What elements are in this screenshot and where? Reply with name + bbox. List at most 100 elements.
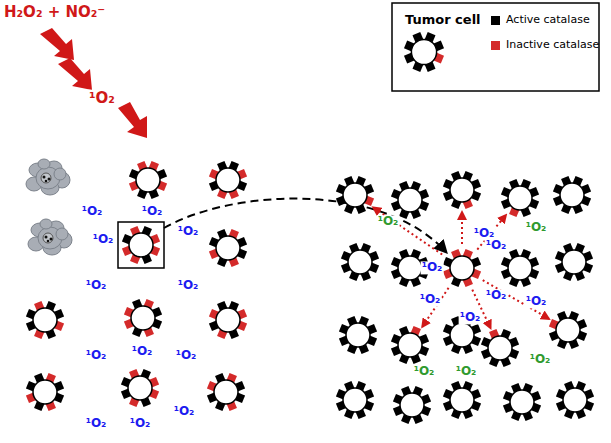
cell-membrane bbox=[398, 333, 422, 357]
cell-membrane bbox=[508, 256, 532, 280]
singlet-oxygen-label: ¹O₂ bbox=[529, 353, 552, 366]
diffusion-arrow bbox=[373, 207, 442, 254]
cell-membrane bbox=[346, 323, 370, 347]
cell-membrane bbox=[216, 168, 240, 192]
cell-membrane bbox=[400, 393, 424, 417]
diffusion-arrow bbox=[461, 212, 463, 244]
singlet-oxygen-label: ¹O₂ bbox=[485, 239, 508, 252]
tumor-cell bbox=[121, 369, 159, 407]
cell-membrane bbox=[510, 390, 534, 414]
cell-membrane bbox=[131, 306, 155, 330]
dying-cell bbox=[28, 219, 72, 255]
tumor-cell bbox=[26, 373, 64, 411]
singlet-oxygen-label: ¹O₂ bbox=[525, 221, 548, 234]
cell-membrane bbox=[343, 388, 367, 412]
diffusion-arrow bbox=[483, 280, 549, 319]
cell-membrane bbox=[450, 323, 474, 347]
singlet-oxygen-label: ¹O₂ bbox=[173, 405, 196, 418]
cell-membrane bbox=[508, 186, 532, 210]
cell-fragment bbox=[56, 228, 68, 240]
tumor-cell bbox=[391, 326, 429, 364]
cell-fragment bbox=[40, 219, 52, 229]
singlet-oxygen-label: ¹O₂ bbox=[177, 225, 200, 238]
cell-layer bbox=[26, 32, 594, 424]
cell-membrane bbox=[33, 380, 57, 404]
cell-membrane bbox=[563, 388, 587, 412]
tumor-cell bbox=[503, 383, 541, 421]
tumor-cell bbox=[341, 243, 379, 281]
chromatin bbox=[47, 240, 50, 243]
spread-arrows bbox=[373, 207, 549, 328]
tumor-cell bbox=[549, 311, 587, 349]
chromatin bbox=[45, 180, 48, 183]
cell-membrane bbox=[129, 233, 153, 257]
singlet-oxygen-label: ¹O₂ bbox=[85, 349, 108, 362]
reactant-label: H₂O₂ + NO₂⁻ bbox=[3, 4, 106, 21]
singlet-oxygen-label: ¹O₂ bbox=[88, 90, 116, 107]
tumor-cell bbox=[481, 329, 519, 367]
tumor-cell bbox=[124, 299, 162, 337]
tumor-cell bbox=[209, 229, 247, 267]
tumor-cell bbox=[501, 179, 539, 217]
tumor-cell bbox=[26, 301, 64, 339]
cell-membrane bbox=[348, 250, 372, 274]
legend-title: Tumor cell bbox=[405, 12, 481, 28]
cell-membrane bbox=[562, 250, 586, 274]
cell-membrane bbox=[216, 308, 240, 332]
nucleus bbox=[41, 173, 51, 183]
tumor-cell bbox=[404, 32, 444, 72]
chromatin bbox=[48, 178, 51, 181]
cell-membrane bbox=[450, 388, 474, 412]
cell-membrane bbox=[33, 308, 57, 332]
cell-membrane bbox=[556, 318, 580, 342]
chromatin bbox=[43, 176, 46, 179]
tumor-cell bbox=[393, 386, 431, 424]
cell-membrane bbox=[450, 256, 474, 280]
singlet-oxygen-label: ¹O₂ bbox=[421, 261, 444, 274]
legend-text: Inactive catalase bbox=[506, 38, 599, 51]
singlet-oxygen-label: ¹O₂ bbox=[85, 417, 108, 430]
tumor-cell bbox=[556, 381, 594, 419]
singlet-oxygen-label: ¹O₂ bbox=[455, 365, 478, 378]
cell-membrane bbox=[560, 183, 584, 207]
tumor-cell bbox=[129, 161, 167, 199]
cell-membrane bbox=[216, 236, 240, 260]
legend-frame bbox=[392, 3, 599, 91]
reaction-arrows bbox=[40, 28, 147, 138]
singlet-oxygen-label: ¹O₂ bbox=[175, 349, 198, 362]
tumor-cell bbox=[122, 226, 160, 264]
tumor-cell bbox=[209, 301, 247, 339]
singlet-oxygen-label: ¹O₂ bbox=[459, 311, 482, 324]
singlet-oxygen-label: ¹O₂ bbox=[377, 215, 400, 228]
cell-membrane bbox=[128, 376, 152, 400]
cell-membrane bbox=[488, 336, 512, 360]
singlet-oxygen-label: ¹O₂ bbox=[129, 417, 152, 430]
chromatin bbox=[45, 236, 48, 239]
singlet-oxygen-label: ¹O₂ bbox=[419, 293, 442, 306]
nucleus bbox=[43, 233, 53, 243]
cell-membrane bbox=[343, 183, 367, 207]
singlet-oxygen-label: ¹O₂ bbox=[413, 365, 436, 378]
singlet-oxygen-label: ¹O₂ bbox=[485, 289, 508, 302]
cell-membrane bbox=[398, 256, 422, 280]
tumor-cell bbox=[336, 381, 374, 419]
singlet-oxygen-label: ¹O₂ bbox=[81, 205, 104, 218]
cell-membrane bbox=[136, 168, 160, 192]
chromatin bbox=[50, 238, 53, 241]
cell-fragment bbox=[54, 168, 66, 180]
tumor-cell bbox=[207, 373, 245, 411]
highlight-box bbox=[118, 222, 164, 268]
tumor-cell bbox=[501, 249, 539, 287]
singlet-oxygen-label: ¹O₂ bbox=[85, 279, 108, 292]
cell-membrane bbox=[398, 188, 422, 212]
singlet-oxygen-label: ¹O₂ bbox=[131, 345, 154, 358]
cell-membrane bbox=[214, 380, 238, 404]
tumor-cell bbox=[443, 381, 481, 419]
legend-swatch bbox=[491, 16, 500, 25]
tumor-cell bbox=[555, 243, 593, 281]
dying-cell bbox=[26, 159, 70, 195]
tumor-cell bbox=[443, 249, 481, 287]
tumor-cell bbox=[336, 176, 374, 214]
tumor-cell bbox=[209, 161, 247, 199]
